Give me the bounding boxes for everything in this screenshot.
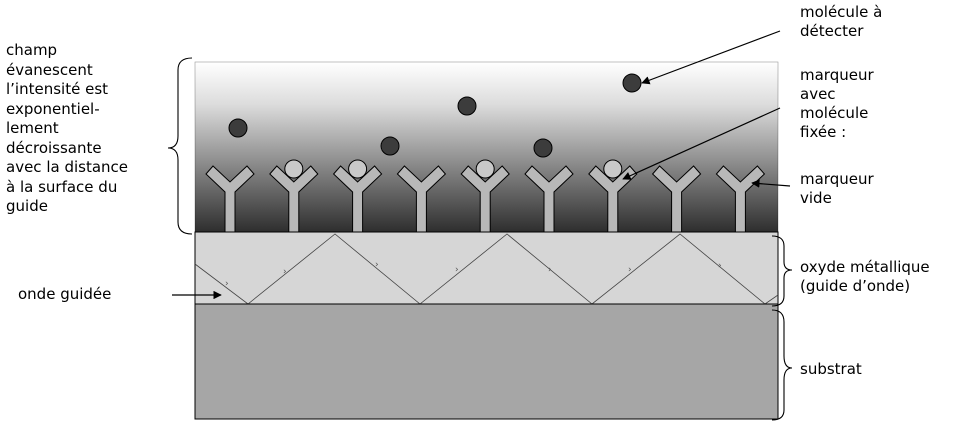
empty-marker	[524, 165, 574, 233]
bound-marker	[460, 165, 510, 233]
bound-molecule	[603, 159, 623, 179]
metal-oxide-label-line: oxyde métallique	[800, 258, 930, 276]
substrate-label-line: substrat	[800, 360, 862, 378]
evanescent-field-label-line: champ	[6, 41, 58, 59]
bound-marker-label-line: fixée :	[800, 123, 847, 141]
substrate-label: substrat	[800, 360, 862, 379]
target-molecule	[457, 96, 477, 116]
svg-text:›: ›	[375, 260, 379, 270]
metal-oxide-brace	[771, 235, 793, 307]
empty-marker	[396, 165, 447, 233]
evanescent-field-label-line: exponentiel-	[6, 99, 100, 118]
target-molecule-label: molécule à détecter	[800, 3, 882, 41]
evanescent-field-brace	[167, 57, 193, 235]
guided-wave-arrow-ticks: › › › › › › ›	[225, 260, 722, 289]
svg-text:›: ›	[225, 279, 229, 289]
svg-text:›: ›	[628, 265, 632, 275]
evanescent-field-label-line: avec la distance	[6, 158, 128, 176]
target-molecule-label-line: détecter	[800, 22, 864, 40]
bound-marker-label-line: molécule	[800, 104, 869, 122]
guided-wave-label-line: onde guidée	[18, 285, 112, 303]
bound-molecule	[348, 159, 368, 179]
svg-text:›: ›	[718, 261, 722, 271]
svg-text:›: ›	[455, 265, 459, 275]
empty-marker	[651, 165, 702, 233]
evanescent-field-label-line: guide	[6, 197, 48, 215]
target-molecule-label-line: molécule à	[800, 3, 883, 21]
target-molecule	[380, 136, 400, 156]
target-molecule-arrow	[641, 30, 781, 85]
evanescent-field-label-line: à la surface du	[6, 177, 118, 196]
bound-marker-label: marqueur avec molécule fixée :	[800, 66, 874, 142]
empty-marker-label-line: vide	[800, 189, 832, 207]
bound-marker	[332, 165, 383, 233]
free-molecules-group	[228, 73, 642, 158]
target-molecule	[228, 118, 248, 138]
bound-molecule	[475, 159, 495, 179]
empty-marker-arrow	[751, 179, 791, 188]
bound-marker	[269, 165, 319, 233]
evanescent-field-label: champ évanescent l’intensité est exponen…	[6, 41, 128, 217]
empty-marker	[205, 165, 255, 233]
svg-text:›: ›	[283, 267, 287, 277]
target-molecule	[533, 138, 553, 158]
empty-marker-label: marqueur vide	[800, 170, 874, 208]
evanescent-field-label-line: décroissante	[6, 138, 102, 157]
bound-marker-arrow	[622, 107, 781, 180]
bound-molecule	[284, 159, 304, 179]
substrate-brace	[771, 309, 793, 421]
bound-marker-label-line: marqueur	[800, 66, 874, 84]
svg-text:›: ›	[548, 265, 552, 275]
target-molecule	[622, 73, 642, 93]
guided-wave-label: onde guidée	[18, 285, 111, 304]
substrate-layer	[194, 303, 779, 420]
guided-wave-path	[194, 233, 779, 305]
evanescent-field-label-line: évanescent	[6, 60, 93, 79]
evanescent-field-label-line: lement	[6, 119, 59, 137]
bound-marker-label-line: avec	[800, 85, 836, 103]
empty-marker-label-line: marqueur	[800, 170, 874, 188]
bound-marker	[588, 165, 638, 233]
metal-oxide-label-line: (guide d’onde)	[800, 277, 911, 295]
metal-oxide-label: oxyde métallique (guide d’onde)	[800, 258, 930, 296]
evanescent-field-label-line: l’intensité est	[6, 80, 109, 98]
